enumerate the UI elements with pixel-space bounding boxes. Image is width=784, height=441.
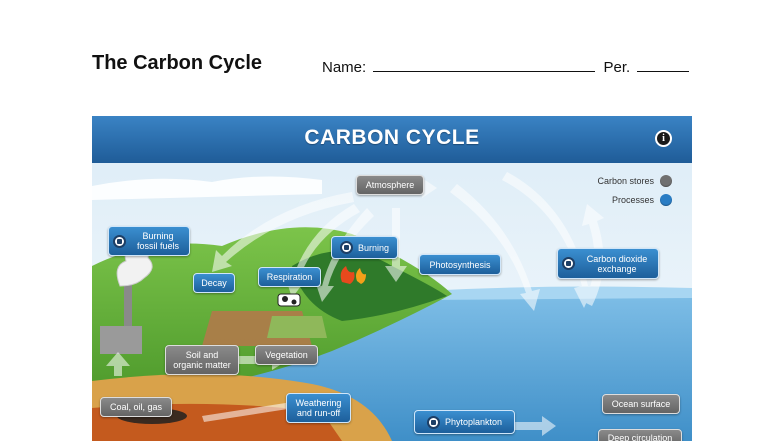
phytoplankton-icon [426,415,440,429]
process-burning-fossil-fuels[interactable]: Burning fossil fuels [108,226,190,256]
process-photosynthesis[interactable]: Photosynthesis [419,254,501,275]
legend-carbon-stores: Carbon stores [597,175,672,187]
process-label-phytoplankton: Phytoplankton [444,417,503,427]
header-bar [92,116,692,163]
store-deep-circulation[interactable]: Deep circulation [598,429,682,441]
burning-icon [339,241,353,254]
process-decay[interactable]: Decay [193,273,235,293]
store-coal-oil-gas[interactable]: Coal, oil, gas [100,397,172,417]
name-label: Name: [322,59,367,76]
process-co2-exchange[interactable]: Carbon dioxide exchange [557,248,659,279]
process-label-co2-exchange: Carbon dioxide exchange [586,253,648,274]
cloud-bank [92,176,322,200]
legend-dot-stores [660,175,672,187]
legend-label-stores: Carbon stores [597,176,654,186]
process-burning[interactable]: Burning [331,236,398,259]
cow [277,293,301,307]
fire [340,266,366,284]
crop-field [267,316,327,338]
legend-dot-processes [660,194,672,206]
burning-fossil-fuels-icon [113,234,126,248]
name-blank[interactable] [373,57,596,72]
process-weathering-run-off[interactable]: Weathering and run-off [286,393,351,423]
process-label-burning-fossil: Burning fossil fuels [136,231,180,251]
worksheet-title: The Carbon Cycle [92,52,263,74]
store-soil-organic-matter[interactable]: Soil and organic matter [165,345,239,375]
diagram-title: CARBON CYCLE [304,126,480,149]
info-icon[interactable]: i [655,130,672,147]
process-respiration[interactable]: Respiration [258,267,321,287]
legend-label-processes: Processes [611,195,654,205]
co2-exchange-icon [562,257,575,270]
store-vegetation[interactable]: Vegetation [255,345,318,365]
factory-chimney [124,284,132,326]
legend-processes: Processes [612,194,672,206]
process-label-burning: Burning [357,242,390,253]
ocean-surface-band [422,286,692,300]
carbon-cycle-diagram: CARBON CYCLE i Carbon stores Processes A… [92,116,692,441]
factory [100,326,142,354]
name-period-line: Name: Per. [322,57,690,76]
store-atmosphere[interactable]: Atmosphere [356,175,424,195]
period-label: Per. [603,59,631,76]
period-blank[interactable] [637,57,690,72]
store-ocean-surface[interactable]: Ocean surface [602,394,680,414]
process-phytoplankton[interactable]: Phytoplankton [414,410,515,434]
